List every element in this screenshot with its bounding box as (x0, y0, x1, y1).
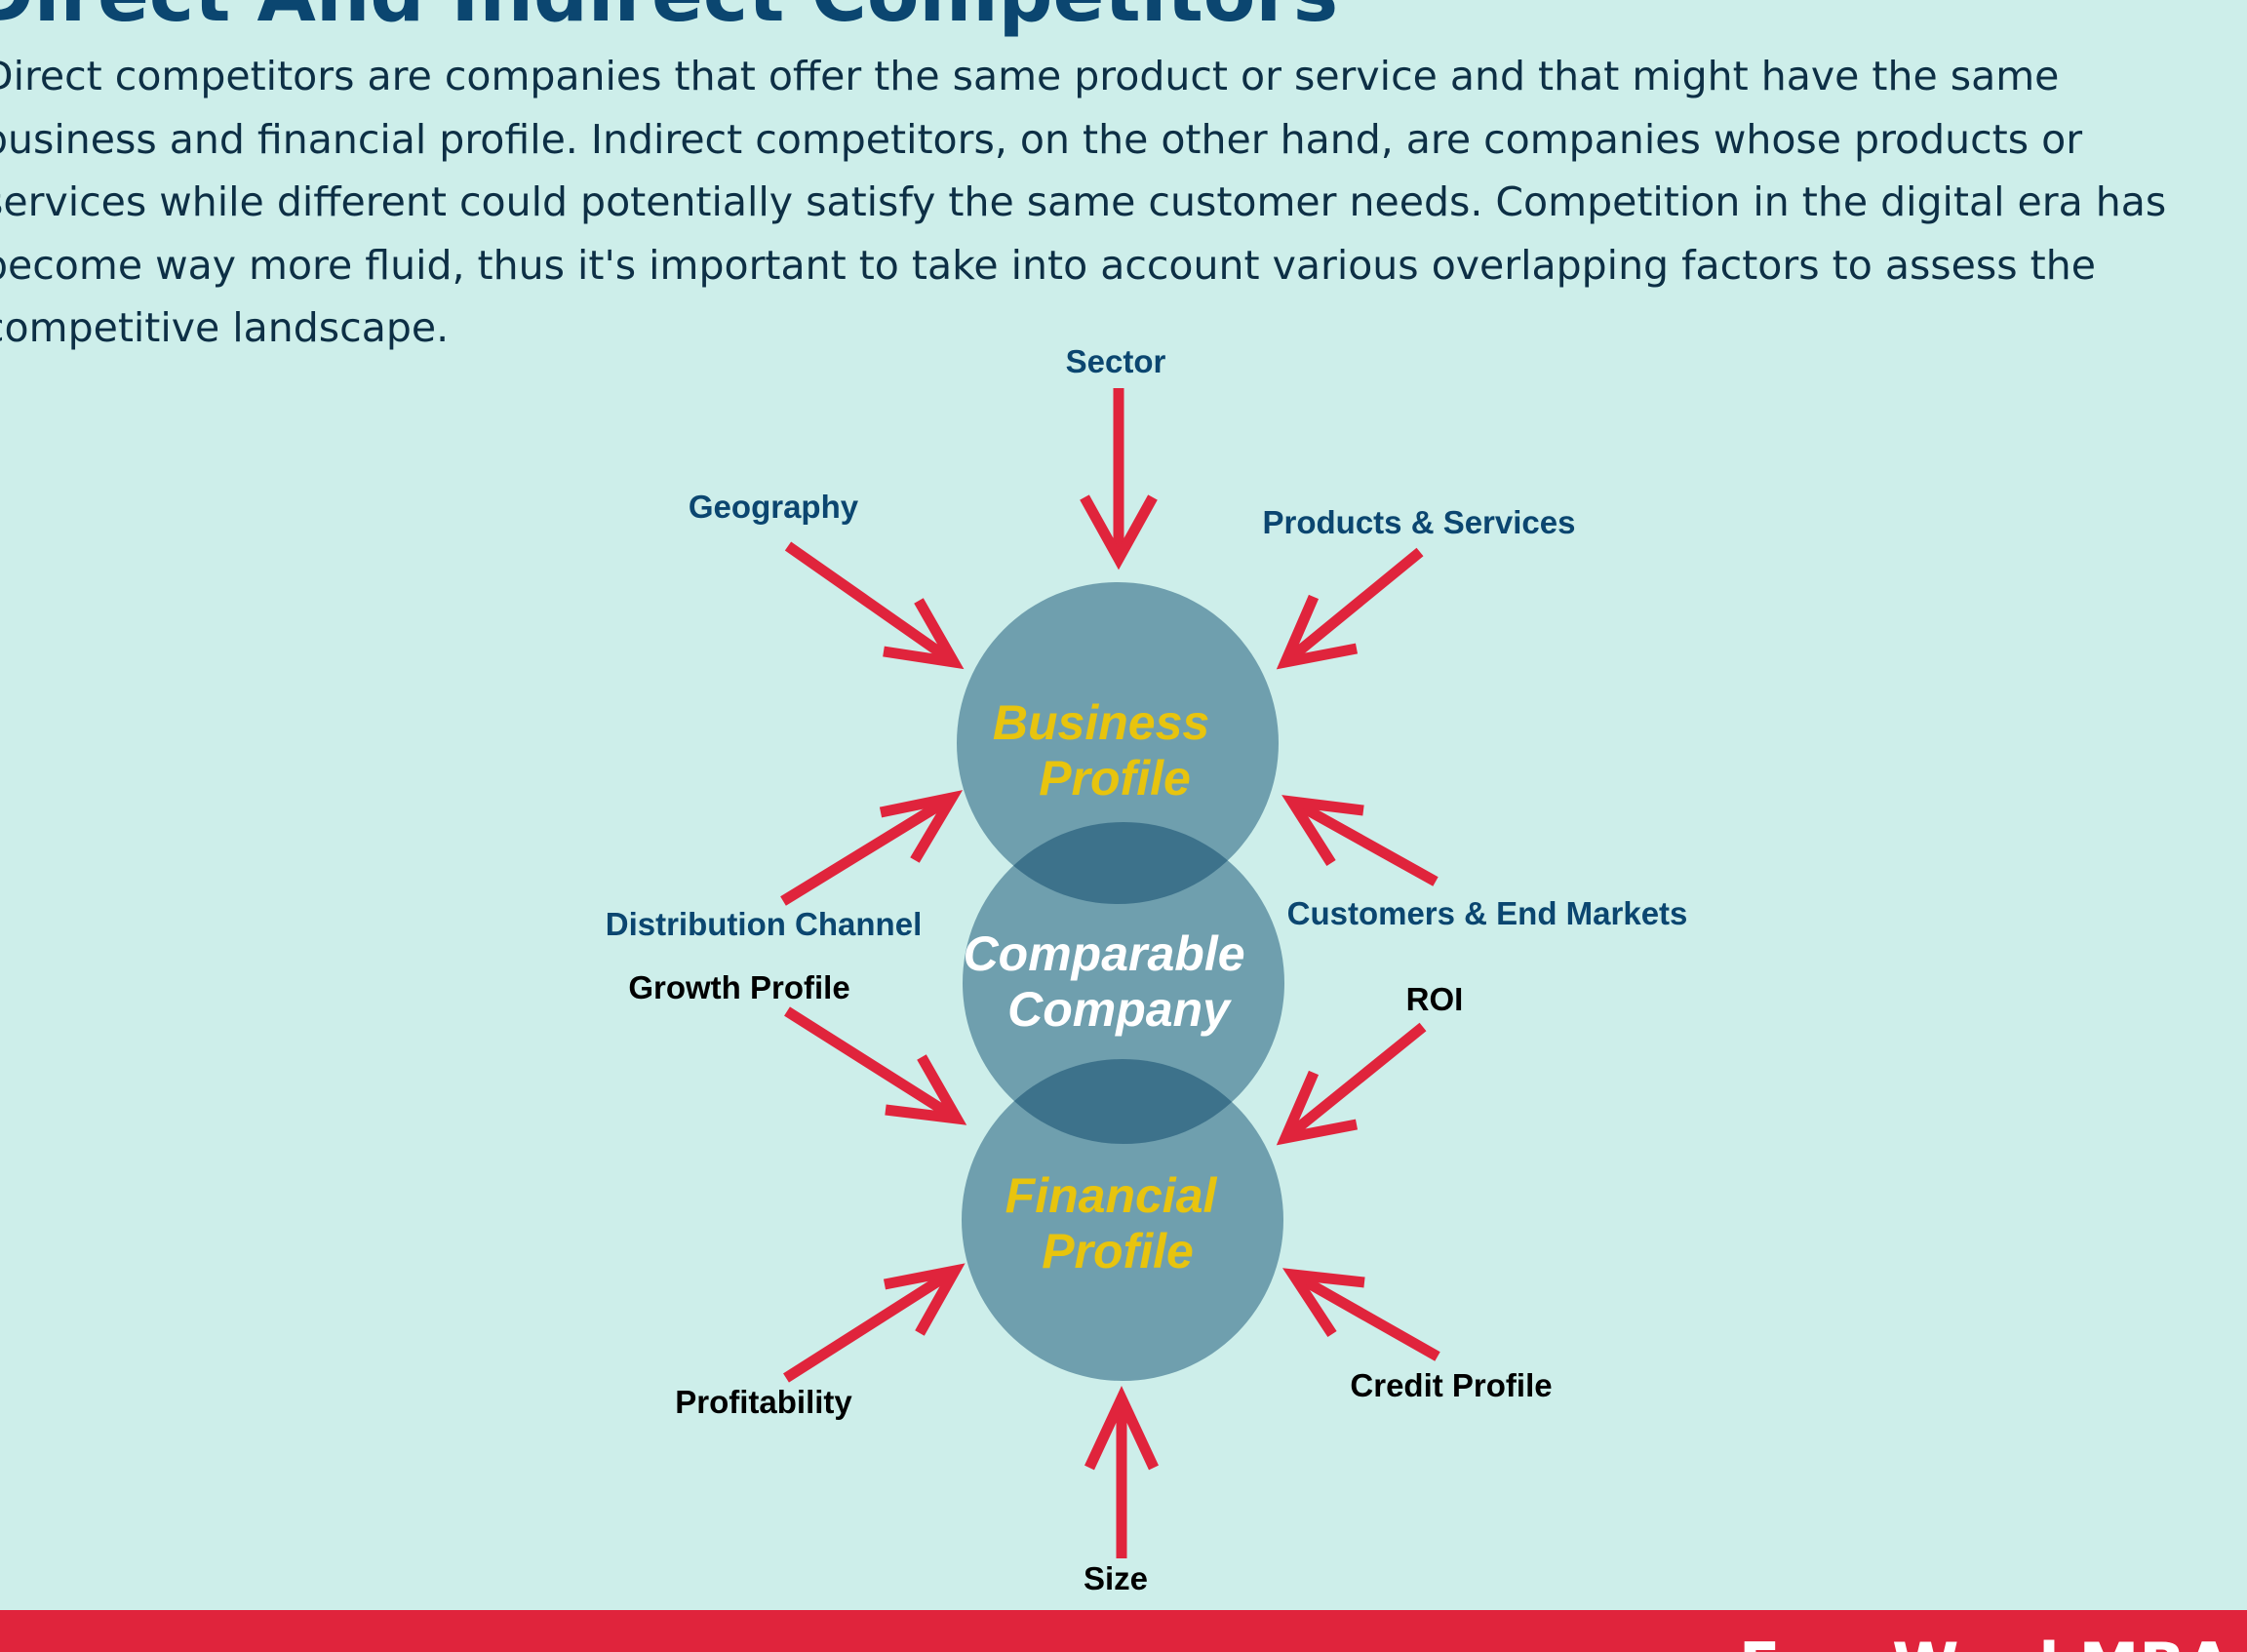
label-profitability: Profitability (675, 1384, 852, 1420)
label-credit-profile: Credit Profile (1350, 1367, 1552, 1403)
arrow-credit-profile (1282, 1268, 1440, 1361)
arrow-profitability (783, 1263, 966, 1383)
label-products-services: Products & Services (1263, 504, 1576, 540)
arrow-geography (784, 541, 965, 670)
comparable-company-label: Comparable Company (964, 926, 1259, 1037)
comparable-company-circle (963, 822, 1284, 1144)
footer-brand: FourWeekMBA (1739, 1635, 2232, 1652)
label-growth-profile: Growth Profile (628, 969, 849, 1005)
business-profile-circle (957, 582, 1279, 904)
footer-bar: FourWeekMBA (0, 1610, 2247, 1652)
arrow-roi (1276, 1022, 1427, 1146)
arrow-sector (1080, 388, 1158, 570)
label-geography: Geography (689, 489, 859, 525)
label-roi: ROI (1406, 981, 1464, 1017)
label-customers-end-markets: Customers & End Markets (1287, 895, 1688, 931)
intro-paragraph: Direct competitors are companies that of… (0, 53, 2167, 351)
financial-profile-label: Financial Profile (1005, 1168, 1231, 1278)
page-title: Direct And Indirect Competitors (0, 0, 1338, 39)
arrow-growth-profile (784, 1006, 967, 1125)
arrow-products-services (1276, 547, 1424, 670)
label-size: Size (1084, 1560, 1148, 1596)
financial-profile-circle (962, 1059, 1283, 1381)
arrow-size (1084, 1385, 1159, 1558)
label-sector: Sector (1066, 343, 1166, 379)
arrow-distribution-channel (780, 790, 964, 906)
arrow-customers-end-markets (1281, 795, 1439, 886)
label-distribution-channel: Distribution Channel (606, 906, 923, 942)
business-profile-label: Business Profile (993, 695, 1223, 806)
